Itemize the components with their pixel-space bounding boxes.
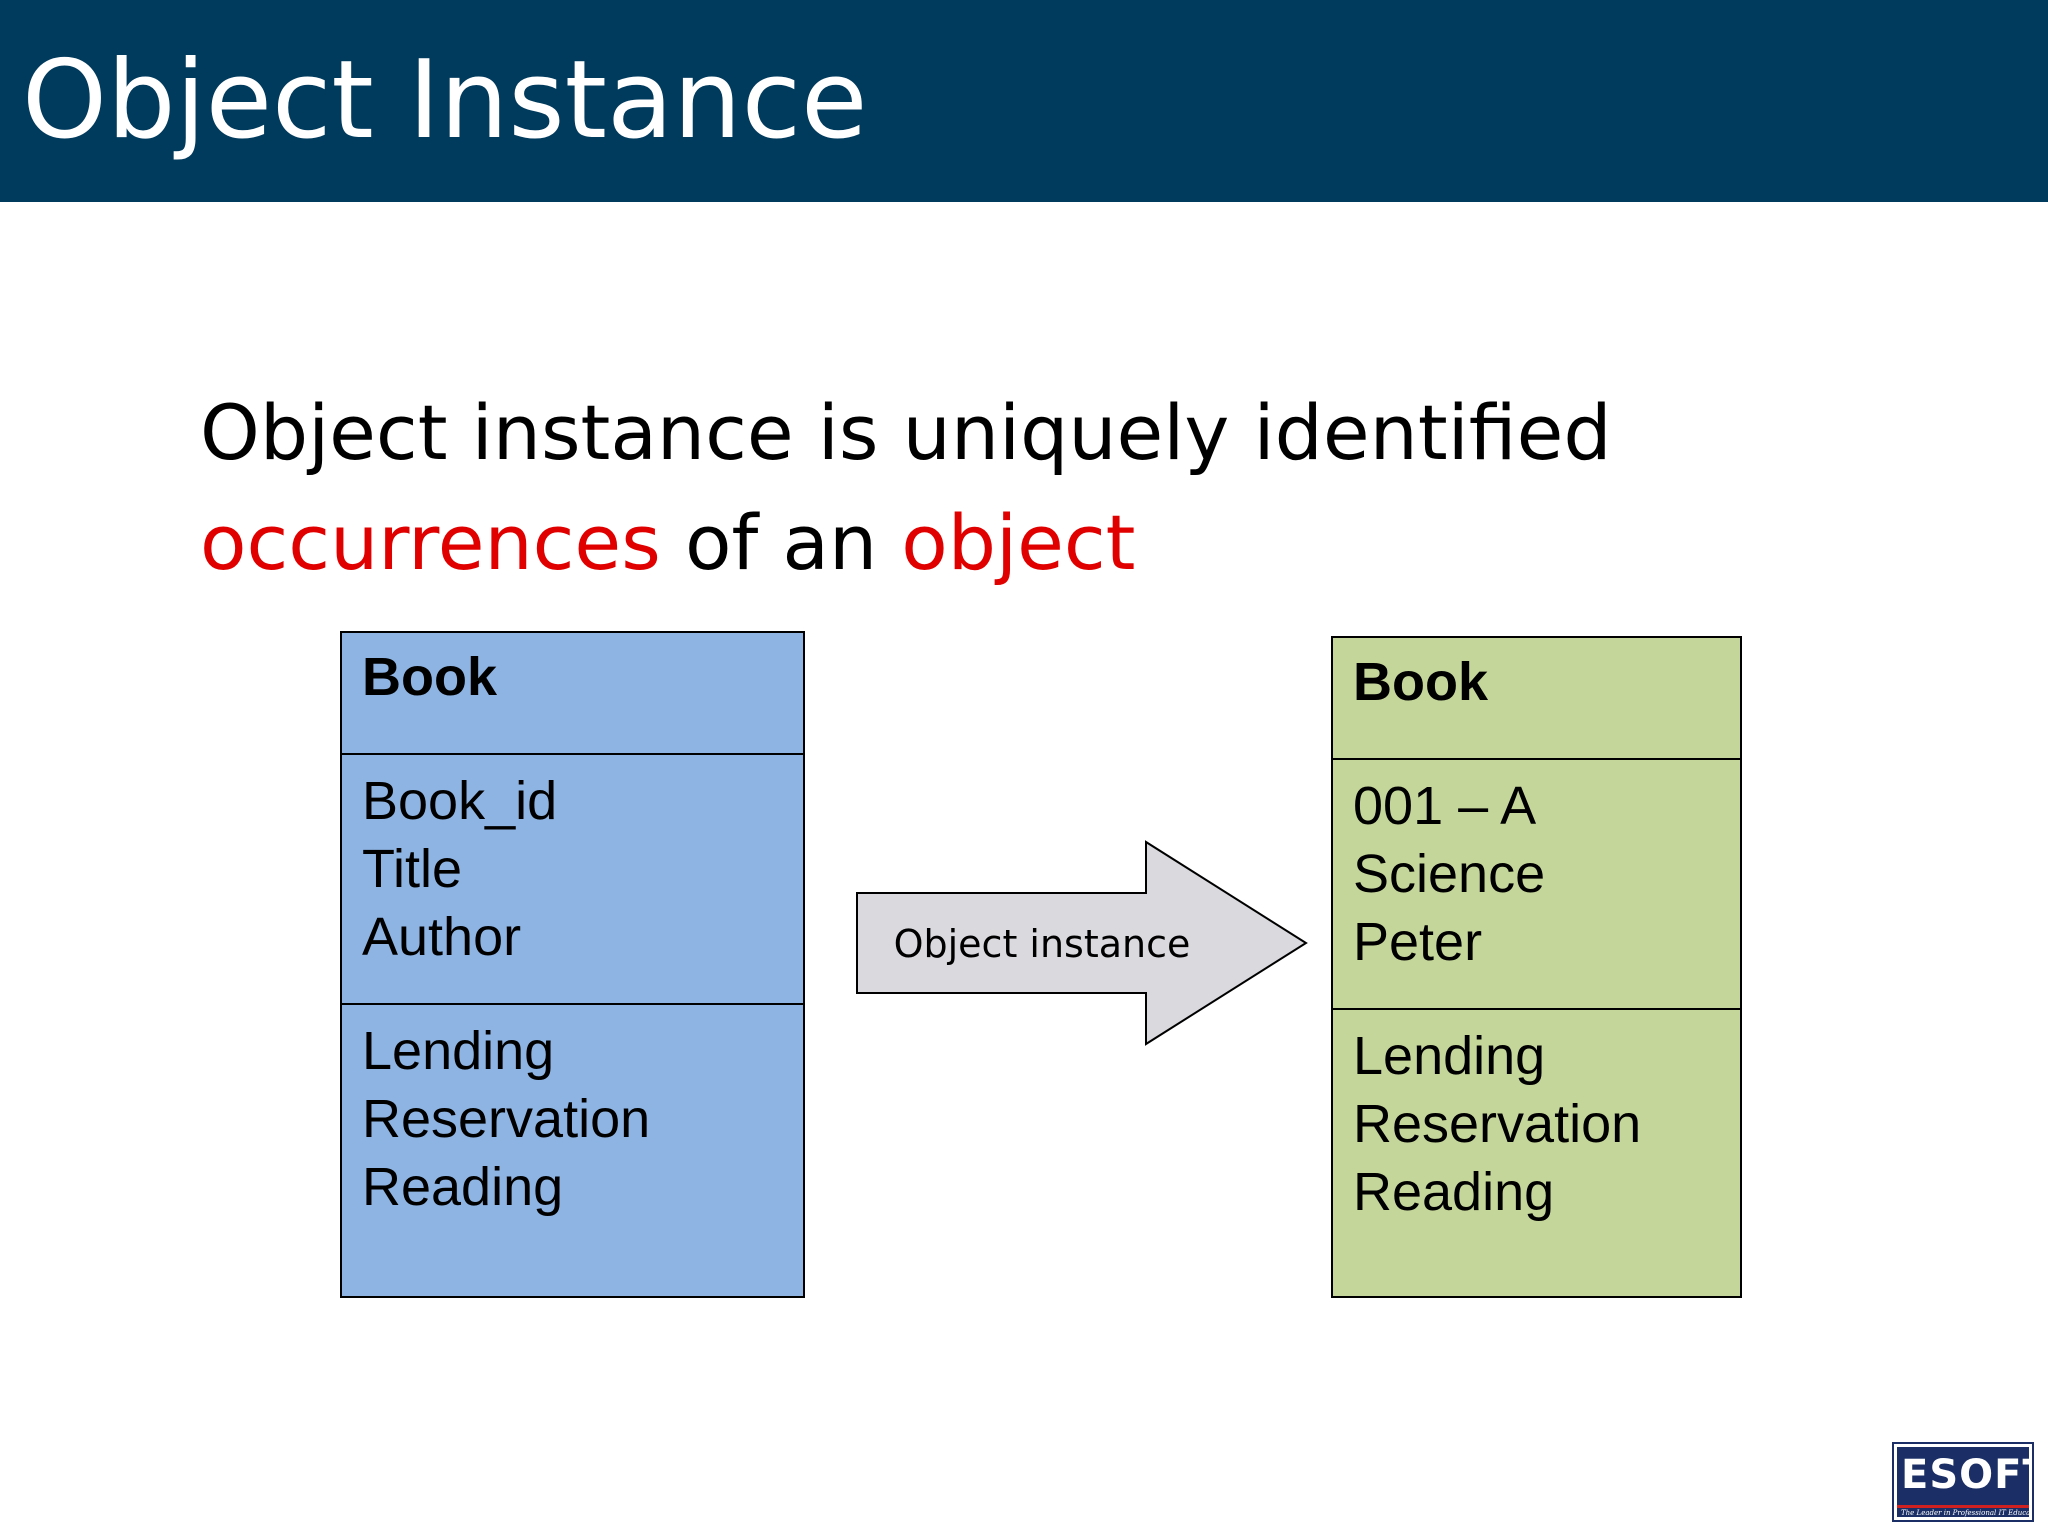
class-name: Book bbox=[362, 647, 497, 707]
operation: Reservation bbox=[1353, 1094, 1642, 1154]
instance-operations-compartment: Lending Reservation Reading bbox=[1333, 1008, 1740, 1296]
operation: Lending bbox=[1353, 1026, 1546, 1086]
attribute: Book_id bbox=[362, 771, 558, 831]
operation: Reservation bbox=[362, 1089, 651, 1149]
operation: Reading bbox=[1353, 1162, 1555, 1222]
attribute-value: Science bbox=[1353, 844, 1546, 904]
highlight-occurrences: occurrences bbox=[200, 498, 661, 587]
logo-tagline: The Leader in Professional IT Education bbox=[1901, 1509, 2032, 1517]
statement-text: Object instance is uniquely identified o… bbox=[200, 378, 1900, 598]
attribute: Author bbox=[362, 907, 522, 967]
logo-bar bbox=[1897, 1505, 2029, 1508]
attribute-value: 001 – A bbox=[1353, 776, 1537, 836]
instance-name: Book bbox=[1353, 652, 1488, 712]
operation: Lending bbox=[362, 1021, 555, 1081]
instance-box: Book 001 – A Science Peter Lending Reser… bbox=[1331, 636, 1742, 1298]
slide-title: Object Instance bbox=[22, 38, 868, 163]
instance-values-compartment: 001 – A Science Peter bbox=[1333, 758, 1740, 1008]
class-name-compartment: Book bbox=[342, 643, 803, 753]
operation: Reading bbox=[362, 1157, 564, 1217]
title-bar: Object Instance bbox=[0, 0, 2048, 202]
highlight-object: object bbox=[901, 498, 1136, 587]
right-arrow-icon bbox=[856, 840, 1308, 1046]
class-attributes-compartment: Book_id Title Author bbox=[342, 753, 803, 1003]
class-operations-compartment: Lending Reservation Reading bbox=[342, 1003, 803, 1296]
class-box: Book Book_id Title Author Lending Reserv… bbox=[340, 631, 805, 1298]
arrow-label: Object instance bbox=[893, 922, 1191, 966]
attribute-value: Peter bbox=[1353, 912, 1483, 972]
attribute: Title bbox=[362, 839, 463, 899]
statement-middle: of an bbox=[660, 498, 902, 587]
instance-name-compartment: Book bbox=[1333, 648, 1740, 758]
statement-line-1: Object instance is uniquely identified bbox=[200, 388, 1612, 477]
